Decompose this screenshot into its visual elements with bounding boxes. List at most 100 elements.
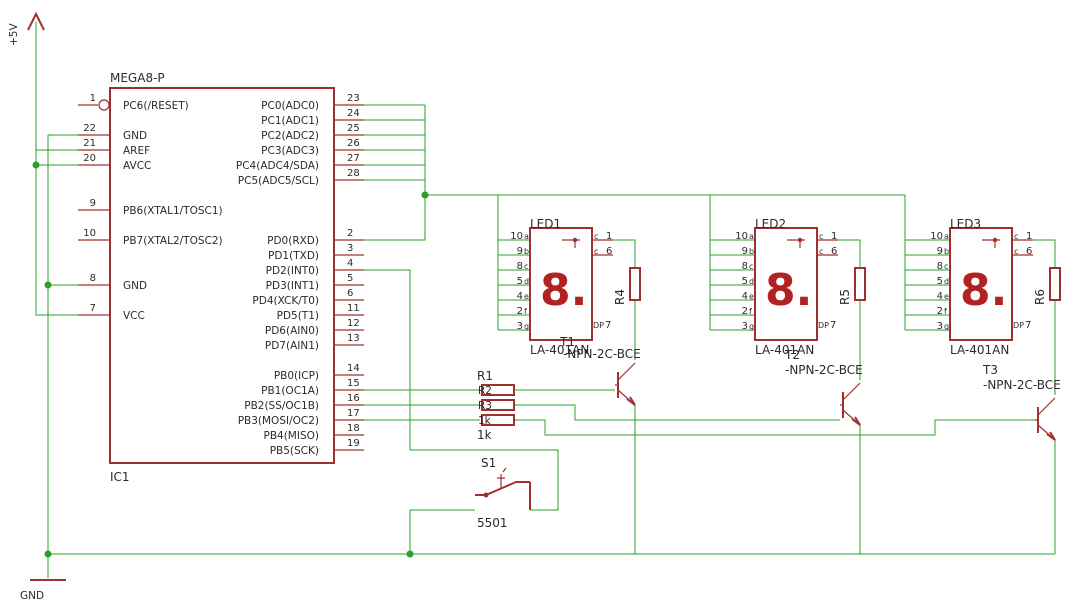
ic-pin-label: GND xyxy=(123,280,147,292)
ic-left-pins: 1PC6(/RESET)22GND21AREF20AVCC9PB6(XTAL1/… xyxy=(78,93,223,322)
ic-pin-number: 23 xyxy=(347,93,360,104)
ic-right-pins: 23PC0(ADC0)24PC1(ADC1)25PC2(ADC2)26PC3(A… xyxy=(236,93,364,457)
led-pin-segment: b xyxy=(944,247,949,256)
led-dp-number: 7 xyxy=(605,320,611,331)
led-pin-number: 5 xyxy=(742,276,748,287)
led-pin-segment: f xyxy=(524,307,527,316)
ic-pin-label: PC6(/RESET) xyxy=(123,100,189,112)
led-pin-number: 6 xyxy=(606,246,612,257)
led-pin-segment: d xyxy=(944,277,949,286)
ic-pin-number: 5 xyxy=(347,273,353,284)
led-segment-glyph: 8. xyxy=(765,265,812,316)
transistor-value: -NPN-2C-BCE xyxy=(983,378,1061,392)
led-dp-label: DP xyxy=(593,321,604,330)
led-pin-number: 4 xyxy=(517,291,523,302)
led-pin-segment: f xyxy=(944,307,947,316)
ic-pin-number: 19 xyxy=(347,438,360,449)
ic-pin-number: 6 xyxy=(347,288,353,299)
transistor-arrow xyxy=(851,416,861,426)
led-pin-segment: g xyxy=(524,322,529,331)
led-name: LED2 xyxy=(755,217,786,231)
led-pin-number: 6 xyxy=(1026,246,1032,257)
switch-s1: S1 5501 xyxy=(475,456,531,530)
ic-pin-label: AREF xyxy=(123,145,150,157)
r1-element-1 xyxy=(481,384,515,396)
led-pin-segment: d xyxy=(749,277,754,286)
led-pin-segment: b xyxy=(749,247,754,256)
led-value: LA-401AN xyxy=(950,343,1009,357)
junctions xyxy=(32,161,429,558)
led-dp-number: 7 xyxy=(1025,320,1031,331)
led-pin-number: 5 xyxy=(937,276,943,287)
led-pin-segment: d xyxy=(524,277,529,286)
anode-resistor xyxy=(629,267,641,301)
led-pin-number: 1 xyxy=(831,231,837,242)
anode-resistor xyxy=(1049,267,1061,301)
ic-pin-number: 8 xyxy=(90,273,96,284)
led-pin-number: 3 xyxy=(517,321,523,332)
ic-pin-label: PB6(XTAL1/TOSC1) xyxy=(123,205,223,217)
led-pin-number: 8 xyxy=(937,261,943,272)
ic-pin-number: 28 xyxy=(347,168,360,179)
transistor-arrow xyxy=(626,396,636,406)
anode-resistor xyxy=(854,267,866,301)
transistor-name: T2 xyxy=(784,348,800,362)
r1-name: R1 xyxy=(477,369,493,383)
resistor-name: R5 xyxy=(838,289,852,305)
ic-pin-number: 3 xyxy=(347,243,353,254)
supply-label: +5V xyxy=(8,23,20,46)
ic-name: IC1 xyxy=(110,470,130,484)
ic-pin-label: PD1(TXD) xyxy=(268,250,319,262)
led-segment-glyph: 8. xyxy=(540,265,587,316)
ic-value: MEGA8-P xyxy=(110,71,165,85)
led-body xyxy=(949,227,1013,341)
transistor-collector xyxy=(617,362,636,381)
led-pin-number: 10 xyxy=(510,231,523,242)
led-pin-segment: c xyxy=(819,232,823,241)
ic-pin-number: 27 xyxy=(347,153,360,164)
ic-pin-label: PD7(AIN1) xyxy=(265,340,319,352)
ic-pin-label: VCC xyxy=(123,310,145,322)
led-pin-number: 10 xyxy=(930,231,943,242)
ic-pin-label: PC1(ADC1) xyxy=(261,115,319,127)
led-pin-segment: e xyxy=(944,292,949,301)
ic-pin-number: 1 xyxy=(90,93,96,104)
ic-pin-label: PD0(RXD) xyxy=(267,235,319,247)
ic-pin-label: PB5(SCK) xyxy=(270,445,319,457)
transistor-collector xyxy=(842,382,861,401)
led-pin-number: 10 xyxy=(735,231,748,242)
led-pin-number: 1 xyxy=(606,231,612,242)
led-pin-number: 6 xyxy=(831,246,837,257)
led-dp-label: DP xyxy=(818,321,829,330)
ic-pin-label: PD4(XCK/T0) xyxy=(252,295,319,307)
ic-pin-number: 11 xyxy=(347,303,360,314)
led-pin-segment: e xyxy=(749,292,754,301)
supply-symbol: +5V xyxy=(8,11,45,46)
transistor-value: -NPN-2C-BCE xyxy=(785,363,863,377)
led-pin-number: 4 xyxy=(937,291,943,302)
ic-pin-label: GND xyxy=(123,130,147,142)
led-value: LA-401AN xyxy=(755,343,814,357)
ic-pin-label: PC3(ADC3) xyxy=(261,145,319,157)
ic-pin-label: PD3(INT1) xyxy=(266,280,319,292)
ic-pin-number: 26 xyxy=(347,138,360,149)
led-name: LED3 xyxy=(950,217,981,231)
led-pin-number: 1 xyxy=(1026,231,1032,242)
ic-pin-number: 22 xyxy=(83,123,96,134)
switch-name: S1 xyxy=(481,456,496,470)
led-pin-segment: g xyxy=(749,322,754,331)
r1-pin-label-3: 1k xyxy=(478,415,492,427)
led-pin-segment: c xyxy=(594,247,598,256)
led-pin-number: 8 xyxy=(517,261,523,272)
led-pin-segment: c xyxy=(1014,232,1018,241)
led-dp-label: DP xyxy=(1013,321,1024,330)
ground-label: GND xyxy=(20,590,44,602)
ic-pin-number: 4 xyxy=(347,258,353,269)
r1-value: 1k xyxy=(477,428,492,442)
led-pin-segment: b xyxy=(524,247,529,256)
